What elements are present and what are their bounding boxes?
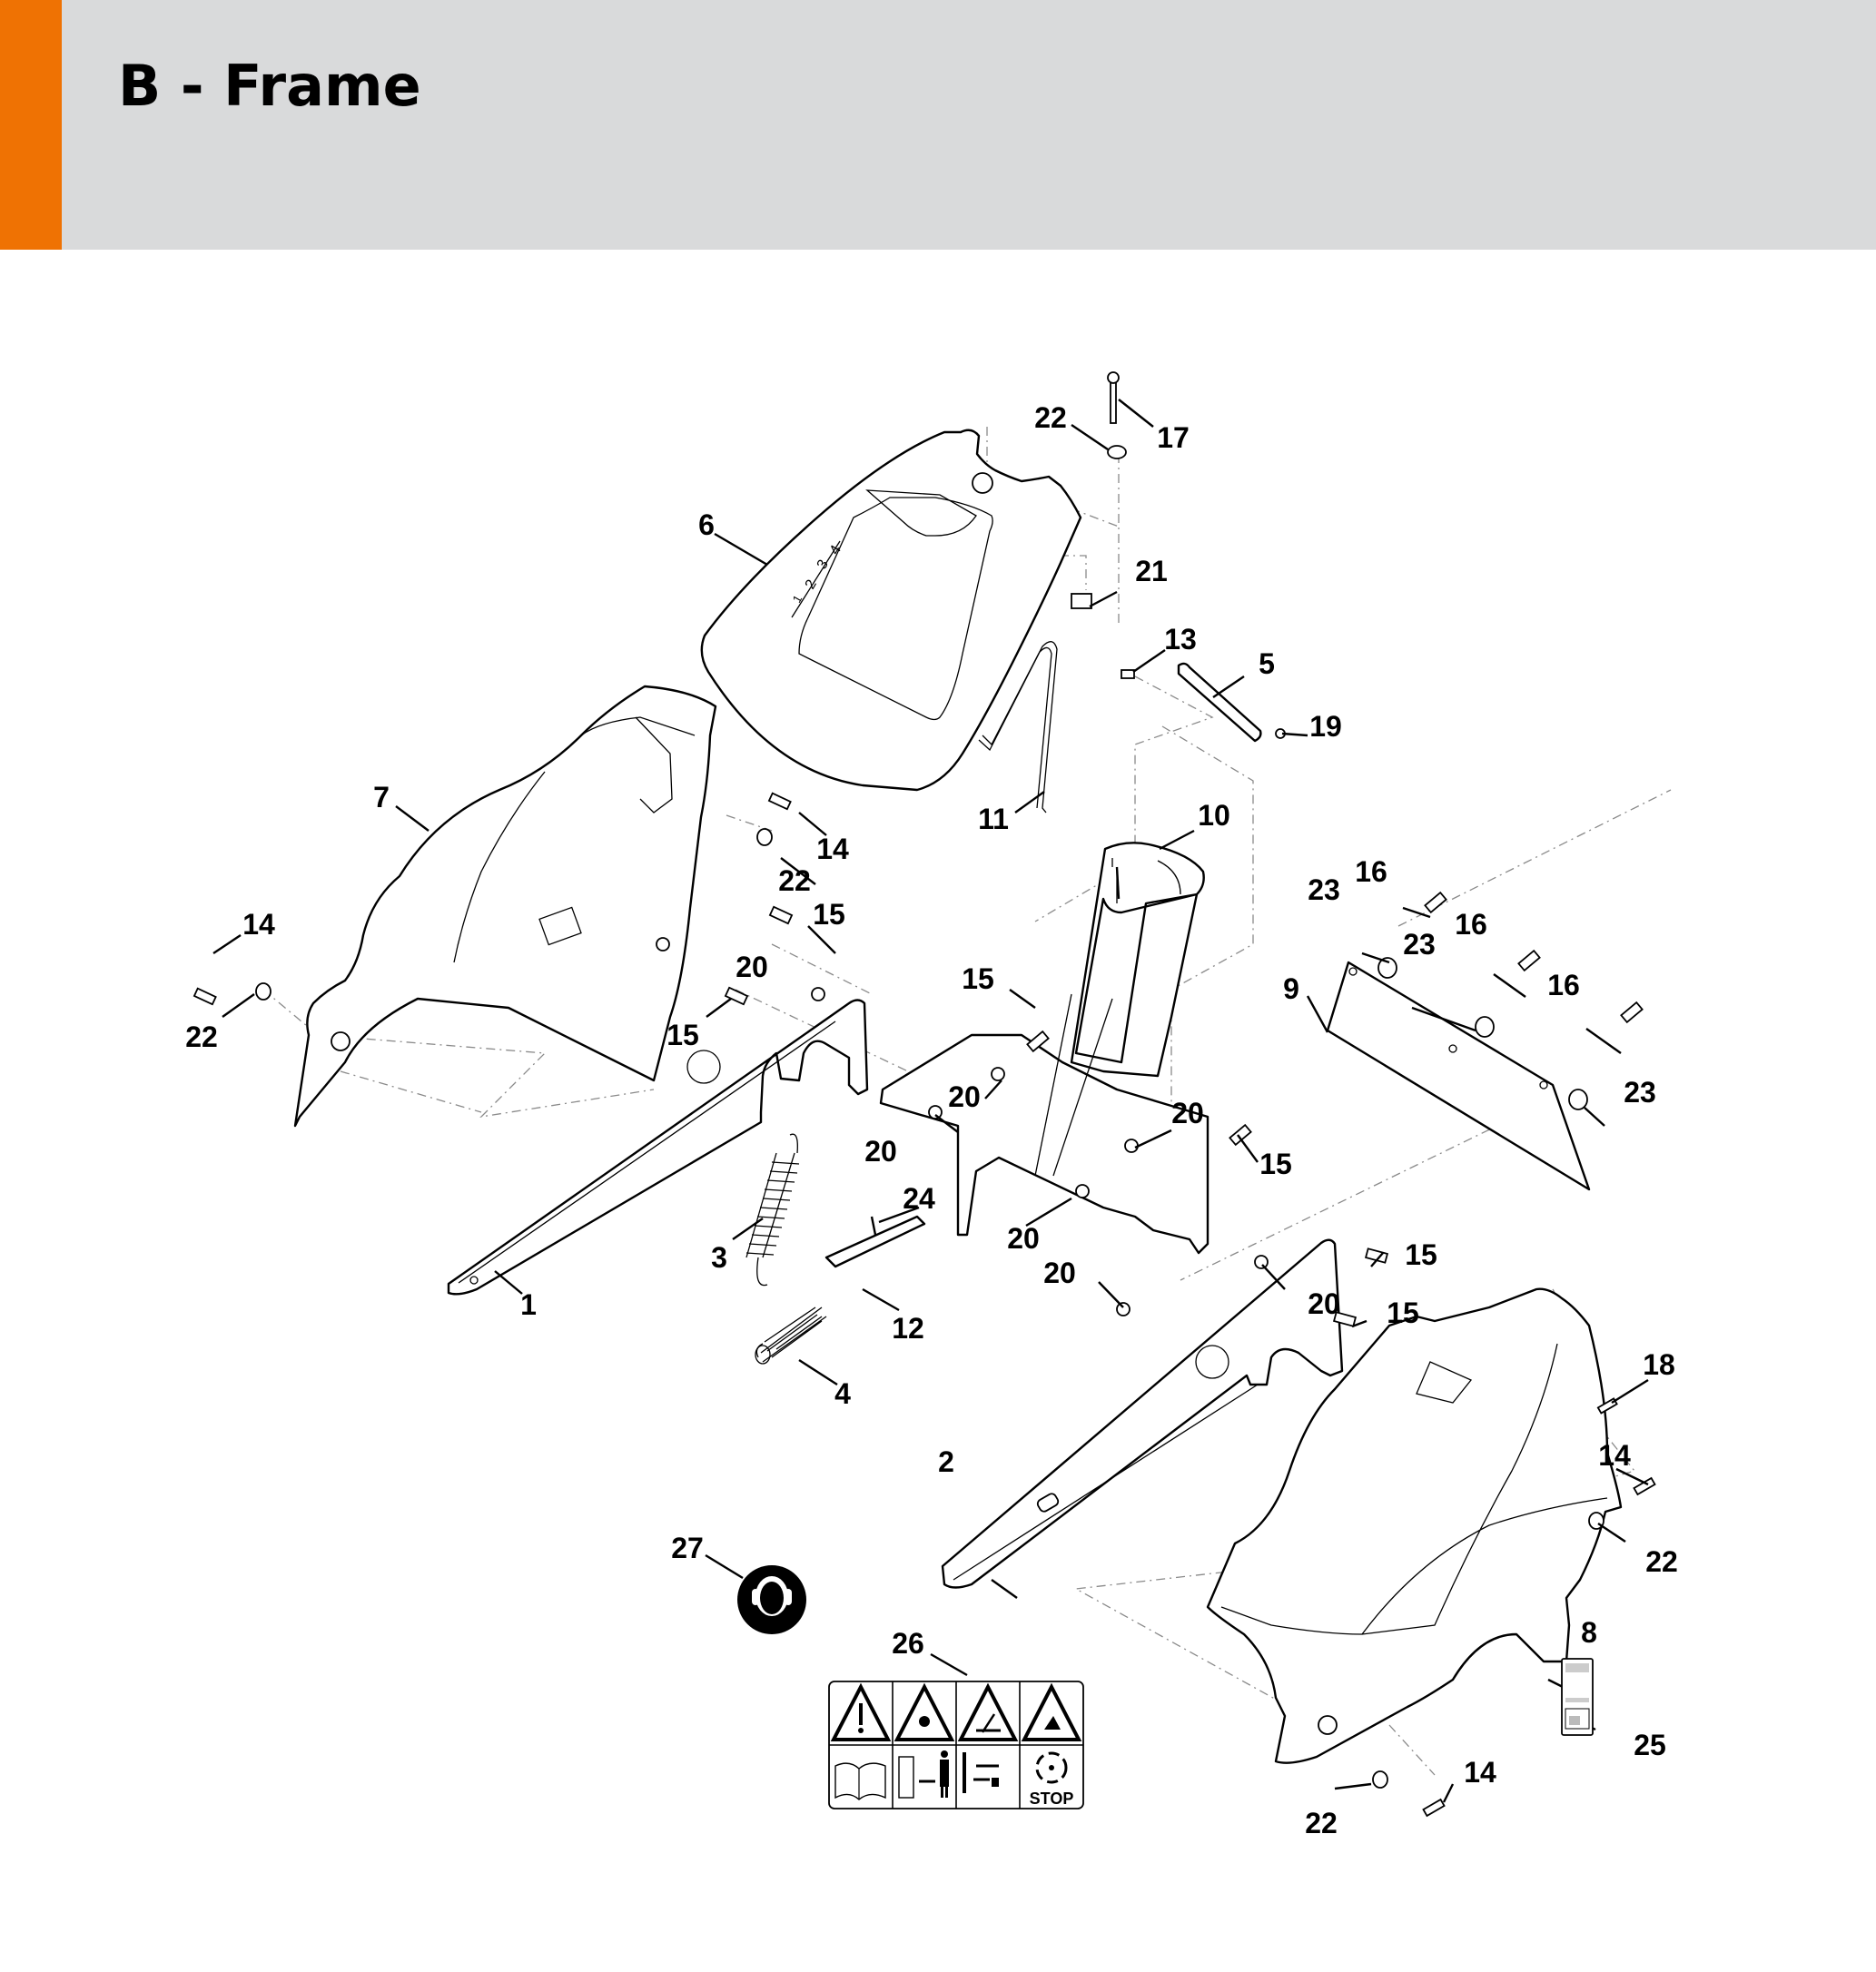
callout-part-20[interactable]: 20 bbox=[736, 951, 768, 983]
part-11-rod bbox=[978, 641, 1058, 813]
callout-part-15[interactable]: 15 bbox=[1405, 1238, 1437, 1271]
part-7-left-cover bbox=[293, 685, 717, 1128]
part-2-right-frame-rail bbox=[941, 1238, 1344, 1589]
part-6-shift-cover: 1 2 3 4 bbox=[700, 429, 1082, 792]
callout-part-15[interactable]: 15 bbox=[962, 962, 994, 995]
part-9-rear-plate bbox=[1326, 961, 1591, 1191]
callout-part-14[interactable]: 14 bbox=[1598, 1439, 1631, 1472]
callout-part-22[interactable]: 22 bbox=[185, 1021, 218, 1053]
warning-maintenance-icon bbox=[957, 1682, 1019, 1741]
callout-part-20[interactable]: 20 bbox=[1007, 1222, 1040, 1255]
callout-part-23[interactable]: 23 bbox=[1403, 928, 1436, 961]
callout-part-8[interactable]: 8 bbox=[1581, 1616, 1597, 1649]
callout-part-14[interactable]: 14 bbox=[816, 833, 849, 865]
callout-part-11[interactable]: 11 bbox=[978, 803, 1009, 835]
callout-part-23[interactable]: 23 bbox=[1624, 1076, 1656, 1109]
callout-part-12[interactable]: 12 bbox=[892, 1312, 924, 1345]
part-10-center-frame bbox=[879, 842, 1210, 1255]
callout-part-21[interactable]: 21 bbox=[1135, 555, 1168, 587]
callout-part-15[interactable]: 15 bbox=[1387, 1297, 1419, 1329]
decal-26-safety-labels: STOP bbox=[828, 1681, 1084, 1809]
part-8-right-cover bbox=[1206, 1287, 1623, 1764]
callout-part-20[interactable]: 20 bbox=[864, 1135, 897, 1168]
callout-part-20[interactable]: 20 bbox=[1043, 1257, 1076, 1289]
decal-27-hearing-protection bbox=[737, 1565, 806, 1634]
decal-25-label bbox=[1561, 1658, 1594, 1736]
page-title: B - Frame bbox=[118, 53, 421, 119]
part-5-lever bbox=[1177, 662, 1262, 743]
keep-distance-icon bbox=[898, 1750, 949, 1799]
warning-rotating-blades-icon bbox=[1021, 1682, 1082, 1741]
warning-general-icon bbox=[830, 1682, 892, 1741]
callout-part-18[interactable]: 18 bbox=[1643, 1348, 1675, 1381]
callout-part-5[interactable]: 5 bbox=[1259, 647, 1275, 680]
warning-thrown-objects-icon bbox=[894, 1682, 955, 1741]
hardware bbox=[193, 371, 1656, 1818]
callout-part-14[interactable]: 14 bbox=[1464, 1756, 1496, 1789]
callout-part-10[interactable]: 10 bbox=[1198, 799, 1230, 832]
callout-part-25[interactable]: 25 bbox=[1634, 1729, 1666, 1761]
stop-rotation-icon: STOP bbox=[1030, 1751, 1074, 1808]
callout-part-16[interactable]: 16 bbox=[1355, 855, 1387, 888]
callout-part-7[interactable]: 7 bbox=[373, 781, 390, 813]
callout-part-1[interactable]: 1 bbox=[520, 1288, 537, 1321]
part-21-clip bbox=[1071, 593, 1092, 609]
callout-part-3[interactable]: 3 bbox=[711, 1241, 727, 1274]
read-manual-icon bbox=[834, 1762, 886, 1800]
callout-part-6[interactable]: 6 bbox=[698, 508, 715, 541]
leader-lines bbox=[212, 399, 1649, 1803]
page-header: B - Frame bbox=[0, 0, 1876, 250]
callout-part-27[interactable]: 27 bbox=[671, 1532, 704, 1564]
callout-part-22[interactable]: 22 bbox=[1645, 1545, 1678, 1578]
callout-part-22[interactable]: 22 bbox=[778, 864, 811, 897]
callout-part-15[interactable]: 15 bbox=[1259, 1148, 1292, 1180]
callout-part-15[interactable]: 15 bbox=[666, 1019, 699, 1051]
callout-part-17[interactable]: 17 bbox=[1157, 421, 1190, 454]
callout-part-22[interactable]: 22 bbox=[1034, 401, 1067, 434]
callout-part-16[interactable]: 16 bbox=[1547, 969, 1580, 1001]
accent-bar bbox=[0, 0, 62, 250]
callout-part-15[interactable]: 15 bbox=[813, 898, 845, 931]
part-24-pin bbox=[870, 1216, 877, 1236]
callout-part-20[interactable]: 20 bbox=[948, 1080, 981, 1113]
callout-part-9[interactable]: 9 bbox=[1283, 972, 1299, 1005]
part-4-spring bbox=[755, 1306, 827, 1365]
callout-part-26[interactable]: 26 bbox=[892, 1627, 924, 1660]
callout-part-24[interactable]: 24 bbox=[903, 1182, 935, 1215]
callout-part-22[interactable]: 22 bbox=[1305, 1807, 1338, 1839]
stop-text: STOP bbox=[1030, 1790, 1074, 1808]
callout-part-4[interactable]: 4 bbox=[834, 1377, 851, 1410]
part-3-spring bbox=[745, 1133, 800, 1287]
callout-part-19[interactable]: 19 bbox=[1309, 710, 1342, 743]
callout-part-23[interactable]: 23 bbox=[1308, 873, 1340, 906]
callout-part-16[interactable]: 16 bbox=[1455, 908, 1487, 941]
callout-part-13[interactable]: 13 bbox=[1164, 623, 1197, 656]
part-12-bar bbox=[824, 1215, 926, 1268]
callout-part-20[interactable]: 20 bbox=[1171, 1097, 1204, 1129]
callout-part-14[interactable]: 14 bbox=[242, 908, 275, 941]
disconnect-spark-plug-icon bbox=[963, 1752, 999, 1793]
callout-part-20[interactable]: 20 bbox=[1308, 1287, 1340, 1320]
callout-part-2[interactable]: 2 bbox=[938, 1445, 954, 1478]
part-1-left-frame-rail bbox=[447, 999, 869, 1296]
